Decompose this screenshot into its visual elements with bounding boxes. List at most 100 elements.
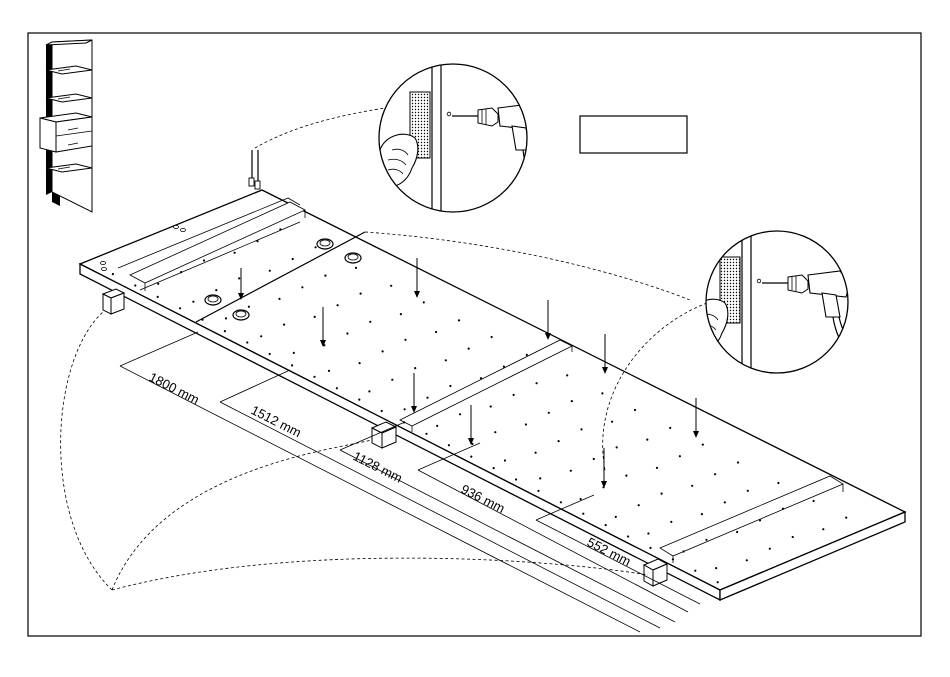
- edge-hole: [336, 387, 338, 389]
- dowel-hole: [683, 550, 685, 552]
- dowel-hole: [423, 301, 425, 303]
- dowel-hole: [225, 317, 227, 319]
- edge-hole: [313, 376, 315, 378]
- dowel-hole: [724, 501, 726, 503]
- dowel-hole: [638, 504, 640, 506]
- edge-hole: [425, 433, 427, 435]
- dowel-hole: [391, 379, 393, 381]
- edge-hole: [291, 364, 293, 366]
- dowel-hole: [611, 421, 613, 423]
- dowel-pins: [249, 150, 260, 189]
- dowel-hole: [390, 285, 392, 287]
- dowel-hole: [337, 304, 339, 306]
- dowel-hole: [355, 267, 357, 269]
- dowel-hole: [570, 470, 572, 472]
- edge-hole: [515, 478, 517, 480]
- dowel-hole: [436, 425, 438, 427]
- dowel-hole: [278, 298, 280, 300]
- dowel-hole: [458, 319, 460, 321]
- dowel-hole: [324, 275, 326, 277]
- dowel-hole: [238, 277, 240, 279]
- edge-hole: [179, 307, 181, 309]
- dowel-hole: [414, 367, 416, 369]
- dowel-hole: [525, 423, 527, 425]
- dowel-hole: [747, 490, 749, 492]
- dowel-hole: [691, 485, 693, 487]
- dowel-hole: [616, 446, 618, 448]
- dowel-hole: [328, 370, 330, 372]
- dowel-hole: [548, 412, 550, 414]
- dowel-hole: [445, 359, 447, 361]
- edge-hole: [112, 273, 114, 275]
- dowel-hole: [293, 352, 295, 354]
- dowel-hole: [593, 458, 595, 460]
- dowel-hole: [792, 536, 794, 538]
- dowel-hole: [368, 390, 370, 392]
- dowel-hole: [157, 283, 159, 285]
- dowel-hole: [360, 293, 362, 295]
- dowel-hole: [301, 286, 303, 288]
- dowel-hole: [491, 336, 493, 338]
- dowel-hole: [661, 493, 663, 495]
- edge-hole: [246, 341, 248, 343]
- edge-hole: [560, 501, 562, 503]
- dowel-hole: [746, 559, 748, 561]
- dowel-hole: [669, 427, 671, 429]
- dowel-hole: [490, 405, 492, 407]
- edge-hole: [605, 524, 607, 526]
- dowel-hole: [369, 321, 371, 323]
- dimension-label-1128: 1128 mm: [351, 448, 405, 485]
- dowel-hole: [571, 400, 573, 402]
- dowel-hole: [769, 548, 771, 550]
- dowel-hole: [845, 517, 847, 519]
- dowel-hole: [203, 259, 205, 261]
- dowel-hole: [737, 461, 739, 463]
- drill-detail-icon: [377, 60, 550, 220]
- dowel-hole: [279, 228, 281, 230]
- dowel-hole: [449, 385, 451, 387]
- edge-hole: [694, 570, 696, 572]
- edge-hole: [493, 467, 495, 469]
- dowel-hole: [346, 332, 348, 334]
- label-box: [580, 116, 687, 153]
- dowel-hole: [283, 324, 285, 326]
- dowel-hole: [647, 532, 649, 534]
- dowel-hole: [503, 366, 505, 368]
- dowel-hole: [679, 455, 681, 457]
- dowel-hole: [468, 348, 470, 350]
- dowel-hole: [615, 516, 617, 518]
- edge-hole: [201, 319, 203, 321]
- edge-hole: [224, 330, 226, 332]
- dowel-hole: [314, 316, 316, 318]
- dowel-hole: [256, 240, 258, 242]
- dowel-hole: [526, 354, 528, 356]
- dowel-hole: [714, 473, 716, 475]
- edge-hole: [470, 456, 472, 458]
- dowel-hole: [260, 335, 262, 337]
- shelf-unit-icon: [40, 40, 92, 212]
- dowel-hole: [535, 452, 537, 454]
- dowel-hole: [558, 440, 560, 442]
- dowel-hole: [777, 482, 779, 484]
- dowel-hole: [646, 439, 648, 441]
- dowel-hole: [234, 252, 236, 254]
- dowel-hole: [580, 498, 582, 500]
- edge-hole: [717, 581, 719, 583]
- dowel-hole: [539, 477, 541, 479]
- dowel-hole: [702, 444, 704, 446]
- dowel-hole: [715, 567, 717, 569]
- dowel-hole: [759, 519, 761, 521]
- edge-hole: [672, 558, 674, 560]
- dowel-hole: [625, 475, 627, 477]
- dowel-hole: [435, 331, 437, 333]
- dowel-hole: [480, 377, 482, 379]
- dowel-hole: [656, 467, 658, 469]
- edge-hole: [157, 296, 159, 298]
- dowel-hole: [504, 459, 506, 461]
- dowel-hole: [292, 258, 294, 260]
- dowel-hole: [701, 513, 703, 515]
- dowel-hole: [382, 350, 384, 352]
- dowel-hole: [813, 500, 815, 502]
- dowel-hole: [670, 521, 672, 523]
